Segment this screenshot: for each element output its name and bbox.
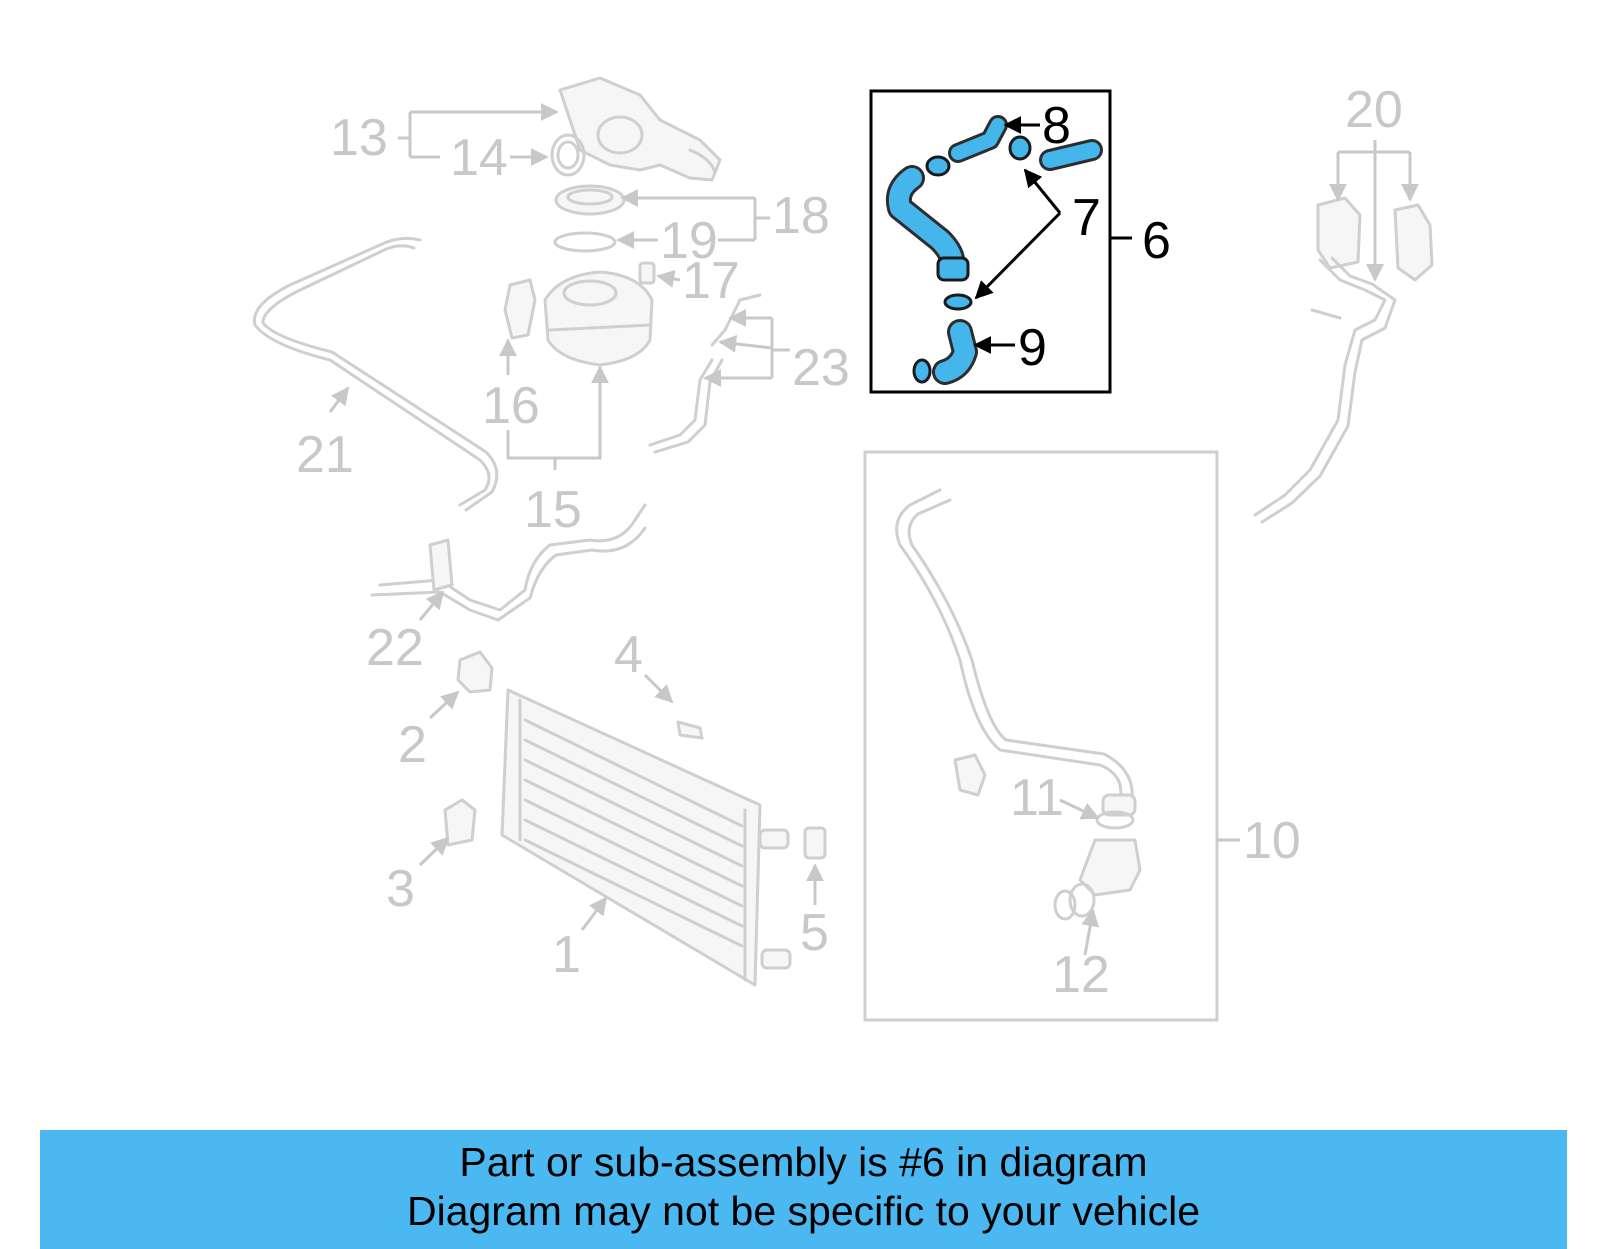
clamp-7-right: [1008, 135, 1032, 161]
active-leaders: [973, 116, 1132, 354]
callout-14: 14: [450, 129, 508, 187]
coolant-reservoir: [543, 270, 654, 367]
clamp-7-lower: [943, 293, 973, 311]
radiator: [500, 688, 792, 987]
callout-21: 21: [296, 426, 354, 484]
sensor-4: [676, 720, 704, 740]
callout-11: 11: [1010, 769, 1064, 827]
hose-10: [895, 488, 1123, 802]
group-20-parts: [1253, 196, 1434, 524]
callout-2: 2: [398, 716, 427, 774]
sensor-5: [803, 826, 827, 860]
callout-5: 5: [800, 904, 829, 962]
thermostat-housing: [558, 76, 722, 182]
footer-banner: Part or sub-assembly is #6 in diagram Di…: [40, 1130, 1567, 1249]
o-ring-9: [912, 358, 932, 384]
bracket-3: [443, 798, 477, 847]
hose-21: [252, 236, 491, 507]
clip-16: [503, 278, 537, 340]
callout-7: 7: [1072, 189, 1101, 247]
gasket-14: [550, 133, 586, 177]
pipe-22: [378, 503, 647, 612]
parts-diagram: 1 2 3 4 5 10 11 12 13 14 15 16 17 18 19 …: [252, 76, 1434, 1022]
clamp-7-top: [925, 155, 951, 177]
callout-16: 16: [482, 377, 540, 435]
callout-23: 23: [792, 339, 850, 397]
callout-6: 6: [1142, 212, 1171, 270]
callout-22: 22: [366, 619, 424, 677]
callout-10: 10: [1243, 812, 1301, 870]
footer-line-1: Part or sub-assembly is #6 in diagram: [459, 1139, 1148, 1185]
seal-19: [553, 231, 617, 253]
highlighted-hoses: [885, 115, 1103, 385]
callout-18: 18: [772, 187, 830, 245]
callout-17: 17: [682, 252, 740, 310]
callout-3: 3: [386, 860, 415, 918]
callout-4: 4: [614, 626, 643, 684]
faded-leaders: [328, 112, 1410, 956]
callout-20: 20: [1345, 81, 1403, 139]
bolt-17: [638, 261, 656, 285]
group-10-box: [863, 450, 1219, 1022]
callout-19: 19: [660, 212, 718, 270]
group-6-box: [869, 89, 1112, 394]
callout-9: 9: [1018, 319, 1047, 377]
hose-end-cuff: [936, 256, 970, 282]
bracket-2: [456, 650, 494, 694]
callout-8: 8: [1042, 97, 1071, 155]
callout-1: 1: [552, 926, 581, 984]
callout-12: 12: [1052, 946, 1110, 1004]
callout-15: 15: [524, 481, 582, 539]
callout-13: 13: [330, 109, 388, 167]
footer-line-2: Diagram may not be specific to your vehi…: [406, 1188, 1200, 1234]
